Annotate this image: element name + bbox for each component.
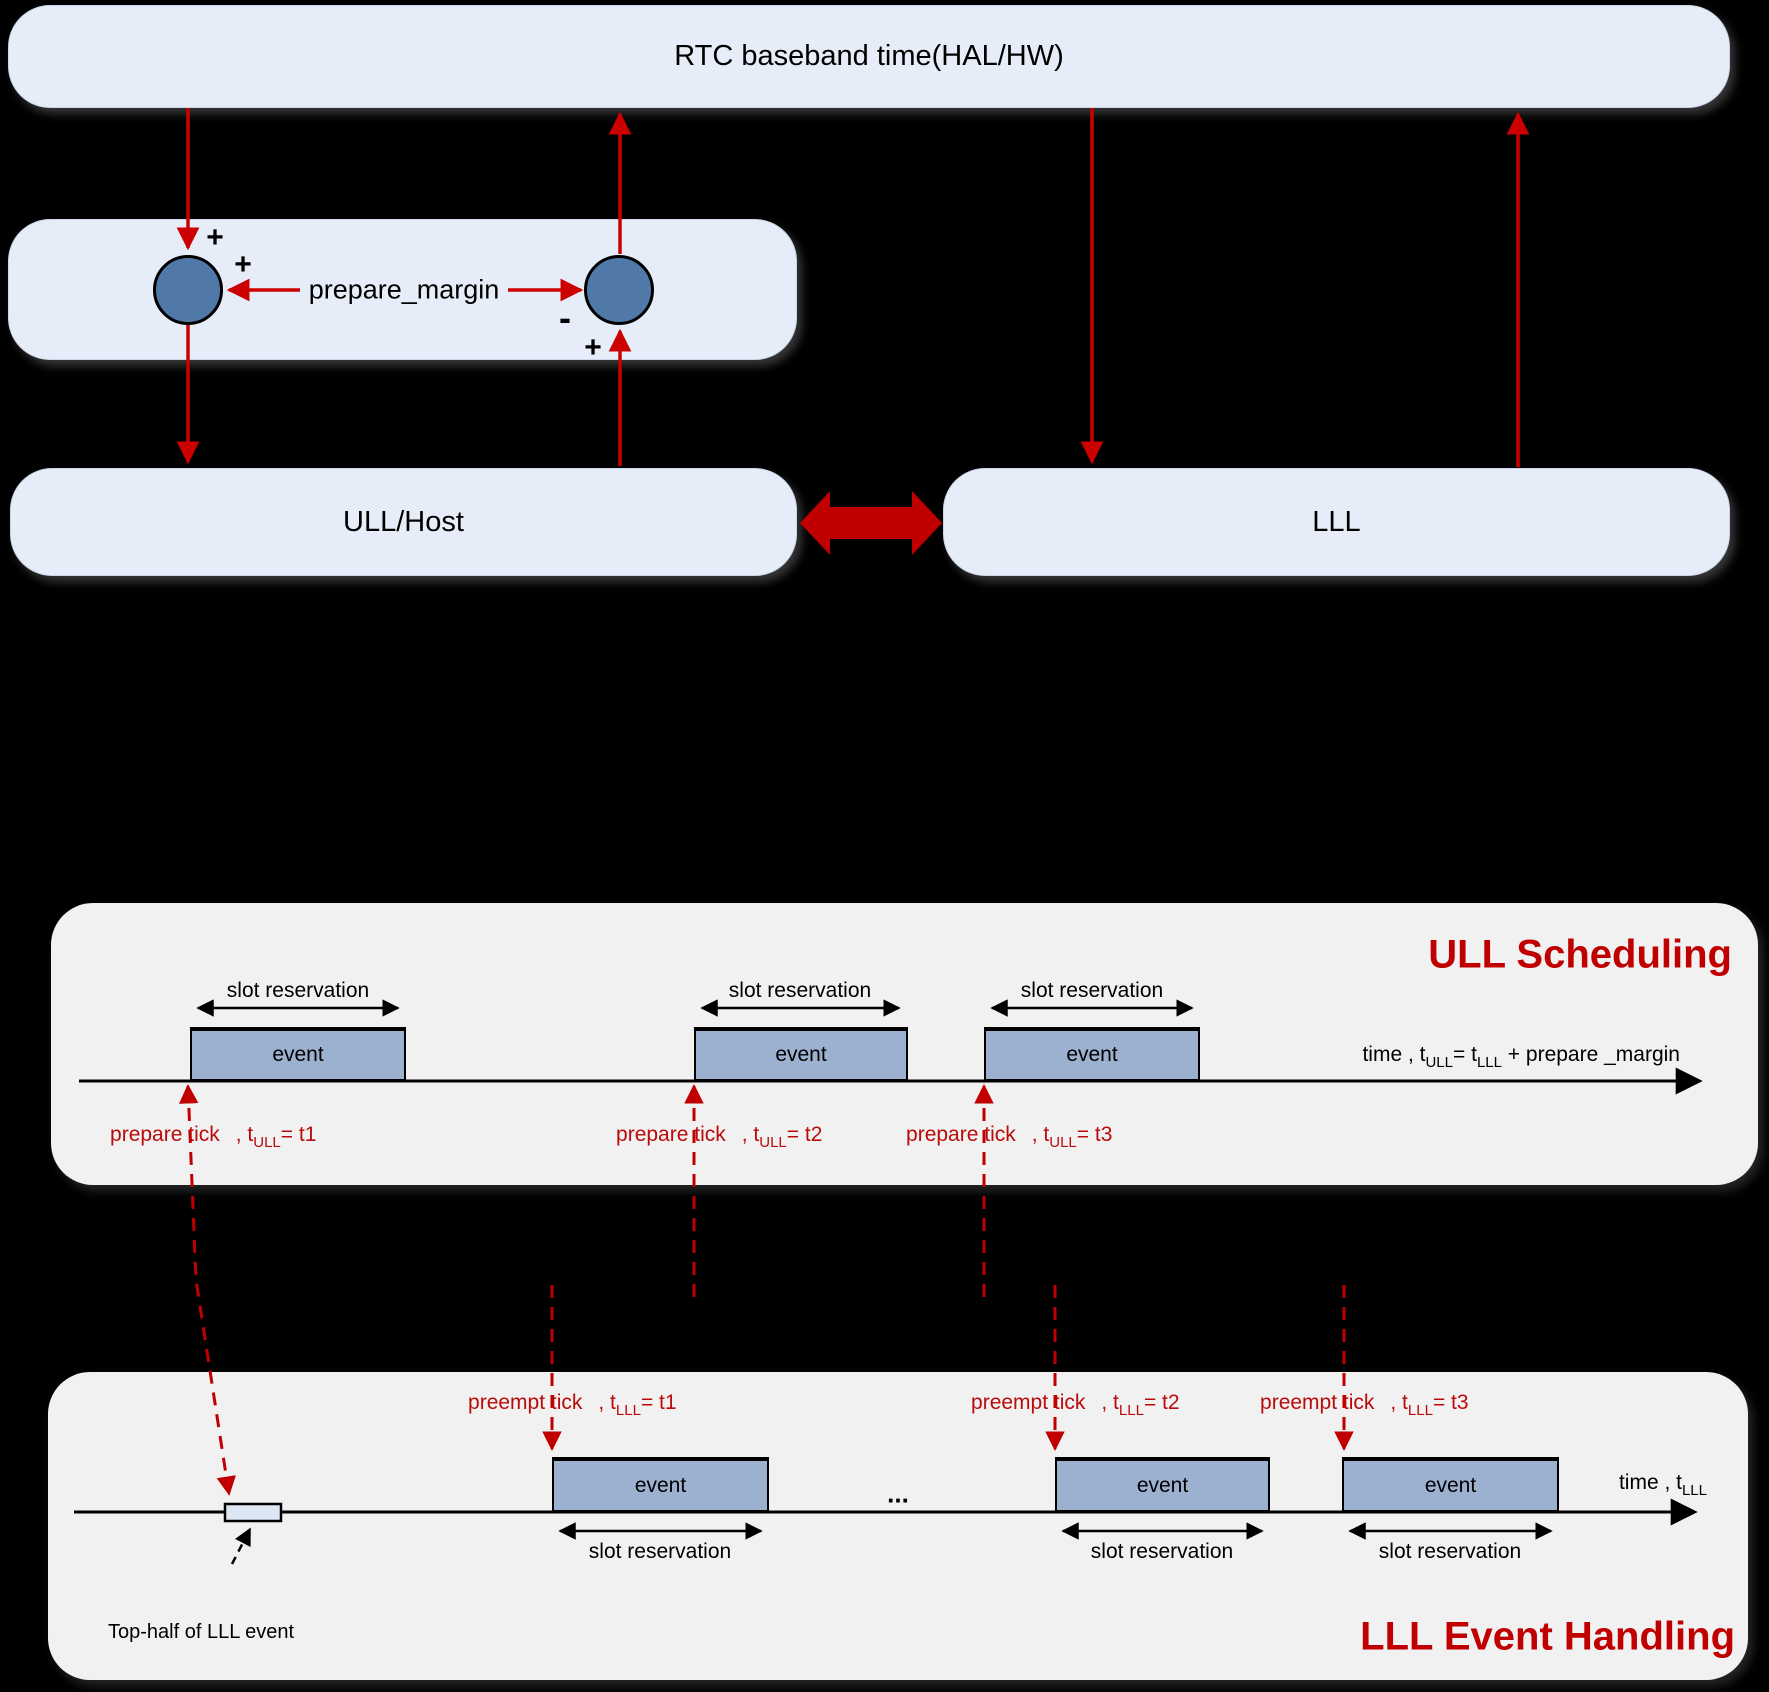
sum-junction-left bbox=[153, 255, 223, 325]
double-arrow-ull-lll bbox=[800, 491, 942, 555]
tick-post: = t1 bbox=[640, 1391, 677, 1414]
tick-sub: LLL bbox=[1118, 1402, 1144, 1419]
preempt-tick-label-t1: preempt tick , tLLL= t1 bbox=[433, 1367, 677, 1439]
tick-post: = t3 bbox=[1432, 1391, 1469, 1414]
event-label: event bbox=[272, 1043, 324, 1066]
ull-scheduling-panel: ULL Scheduling time , tULL= tLLL + prepa… bbox=[51, 903, 1758, 1185]
rtc-baseband-box: RTC baseband time(HAL/HW) bbox=[8, 5, 1730, 108]
lll-time-pre: time , t bbox=[1618, 1471, 1682, 1494]
top-half-note: Top-half of LLL event preparation sets p… bbox=[108, 1565, 366, 1692]
ull-event-box: event bbox=[984, 1027, 1200, 1081]
lll-event-handling-title: LLL Event Handling bbox=[1360, 1614, 1735, 1659]
ull-host-label: ULL/Host bbox=[343, 505, 464, 538]
slot-reservation-label: slot reservation bbox=[226, 979, 370, 1002]
tick-sub: ULL bbox=[1049, 1134, 1077, 1151]
slot-reservation-label: slot reservation bbox=[728, 979, 872, 1002]
ull-time-sub1: ULL bbox=[1425, 1054, 1453, 1071]
sum-junction-right bbox=[584, 255, 654, 325]
tick-sub: LLL bbox=[1407, 1402, 1433, 1419]
tick-sub: LLL bbox=[615, 1402, 641, 1419]
tick-pre: preempt tick bbox=[971, 1391, 1086, 1414]
ull-host-box: ULL/Host bbox=[10, 468, 797, 576]
slot-reservation-label: slot reservation bbox=[1020, 979, 1164, 1002]
ull-event-box: event bbox=[190, 1027, 406, 1081]
tick-mid: , t bbox=[1101, 1391, 1119, 1414]
ull-time-post: + prepare _margin bbox=[1501, 1043, 1680, 1066]
prepare-margin-label: prepare_margin bbox=[308, 274, 500, 305]
tick-post: = t3 bbox=[1076, 1123, 1113, 1146]
prepare-margin-box bbox=[8, 219, 797, 360]
tick-pre: prepare tick bbox=[616, 1123, 726, 1146]
tick-pre: preempt tick bbox=[468, 1391, 583, 1414]
minus-sign: - bbox=[559, 297, 571, 338]
plus-sign-left: + bbox=[234, 248, 252, 281]
tick-mid: , t bbox=[1031, 1123, 1050, 1146]
ull-scheduling-title: ULL Scheduling bbox=[1428, 932, 1732, 977]
plus-sign-top: + bbox=[206, 221, 224, 254]
event-label: event bbox=[634, 1473, 687, 1497]
tick-mid: , t bbox=[598, 1391, 616, 1414]
event-label: event bbox=[775, 1043, 827, 1066]
tick-mid: , t bbox=[1390, 1391, 1408, 1414]
note-line-1: Top-half of LLL event bbox=[108, 1621, 295, 1643]
tick-sub: ULL bbox=[253, 1134, 281, 1151]
tick-mid: , t bbox=[235, 1123, 254, 1146]
slot-reservation-label: slot reservation bbox=[1090, 1540, 1234, 1563]
lll-event-box: event bbox=[1055, 1457, 1270, 1512]
event-label: event bbox=[1066, 1043, 1118, 1066]
slot-reservation-label: slot reservation bbox=[1378, 1540, 1522, 1563]
ull-time-sub2: LLL bbox=[1476, 1054, 1502, 1071]
lll-event-handling-panel: LLL Event Handling time , tLLL preempt t… bbox=[48, 1372, 1748, 1680]
prepare-tick-label-t2: prepare tick , tULL= t2 bbox=[581, 1099, 822, 1171]
lll-event-box: event bbox=[1342, 1457, 1559, 1512]
lll-box: LLL bbox=[943, 468, 1730, 576]
ull-time-axis-label: time , tULL= tLLL + prepare _margin bbox=[1327, 1019, 1680, 1091]
tick-post: = t2 bbox=[1143, 1391, 1180, 1414]
ull-time-mid: = t bbox=[1453, 1043, 1477, 1066]
tick-post: = t1 bbox=[280, 1123, 317, 1146]
slot-reservation-label: slot reservation bbox=[588, 1540, 732, 1563]
prepare-tick-label-t1: prepare tick , tULL= t1 bbox=[75, 1099, 316, 1171]
tick-post: = t2 bbox=[786, 1123, 823, 1146]
ellipsis-label: ... bbox=[887, 1478, 909, 1509]
event-label: event bbox=[1136, 1473, 1189, 1497]
ull-event-box: event bbox=[694, 1027, 908, 1081]
prepare-tick-label-t3: prepare tick , tULL= t3 bbox=[871, 1099, 1112, 1171]
preempt-tick-label-t3: preempt tick , tLLL= t3 bbox=[1225, 1367, 1469, 1439]
preempt-tick-label-t2: preempt tick , tLLL= t2 bbox=[936, 1367, 1180, 1439]
tick-sub: ULL bbox=[759, 1134, 787, 1151]
tick-pre: prepare tick bbox=[906, 1123, 1016, 1146]
lll-event-box: event bbox=[552, 1457, 769, 1512]
tick-mid: , t bbox=[741, 1123, 760, 1146]
ull-time-pre: time , t bbox=[1362, 1043, 1426, 1066]
lll-time-sub: LLL bbox=[1681, 1482, 1707, 1499]
plus-sign-bottom: + bbox=[584, 331, 602, 364]
tick-pre: prepare tick bbox=[110, 1123, 220, 1146]
rtc-baseband-label: RTC baseband time(HAL/HW) bbox=[674, 40, 1064, 72]
tick-pre: preempt tick bbox=[1260, 1391, 1375, 1414]
lll-time-axis-label: time , tLLL bbox=[1584, 1447, 1707, 1519]
event-label: event bbox=[1424, 1473, 1477, 1497]
lll-label: LLL bbox=[1312, 505, 1361, 538]
